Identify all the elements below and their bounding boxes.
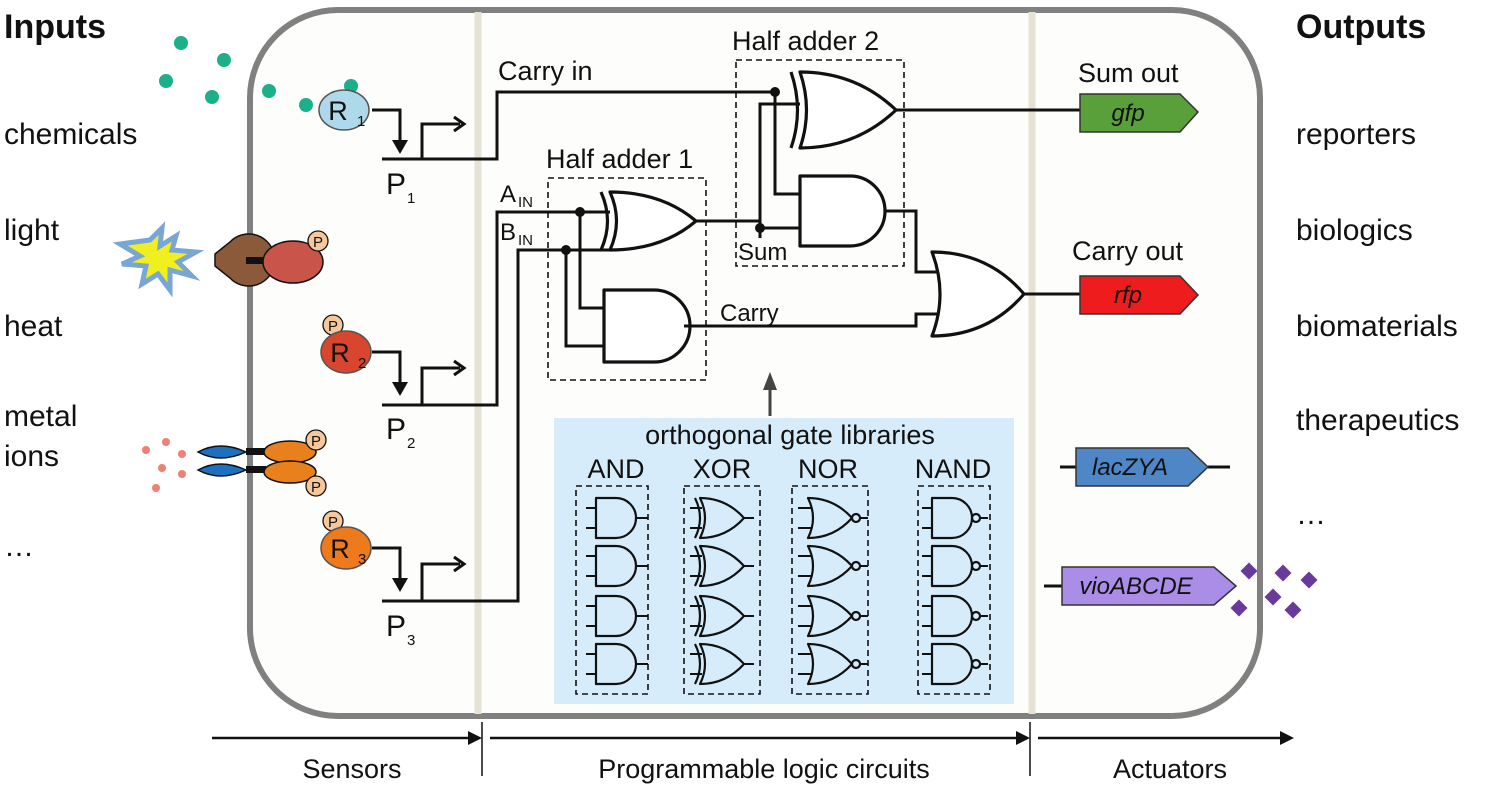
regulator-r3: P R 3 — [320, 510, 372, 570]
output-biologics: biologics — [1296, 214, 1413, 247]
svg-text:1: 1 — [357, 113, 365, 130]
library-label-nor: NOR — [798, 454, 858, 484]
svg-text:lacZYA: lacZYA — [1092, 454, 1168, 481]
svg-text:P: P — [386, 168, 406, 201]
kinase-domain — [262, 240, 324, 284]
rfp-gene: rfp — [1079, 275, 1200, 315]
svg-text:P: P — [311, 433, 321, 450]
half-adder-2-box — [735, 59, 905, 267]
svg-text:1: 1 — [407, 190, 415, 207]
svg-text:R: R — [328, 96, 348, 126]
svg-text:IN: IN — [518, 194, 533, 211]
axis-label-sensors: Sensors — [302, 754, 401, 784]
svg-text:3: 3 — [407, 632, 415, 649]
xor-library-box — [683, 485, 761, 695]
svg-text:IN: IN — [518, 232, 533, 249]
and-gate-1 — [602, 288, 692, 364]
phosphate-icon — [307, 230, 329, 252]
nand-library-box — [917, 485, 991, 695]
carry-out-label: Carry out — [1072, 236, 1184, 266]
svg-text:P: P — [386, 413, 406, 446]
library-label-nand: NAND — [915, 454, 992, 484]
or-gate — [930, 250, 1026, 338]
vioABCDE-gene: vioABCDE — [1044, 566, 1238, 606]
carry-in-to-and2-wire — [773, 92, 800, 196]
and-gate-2 — [798, 174, 887, 248]
half-adder-2-label: Half adder 2 — [732, 26, 879, 56]
sum-label: Sum — [738, 239, 787, 266]
xor-gate-1 — [599, 190, 698, 252]
input-light: light — [4, 214, 60, 247]
library-label-and: AND — [587, 454, 644, 484]
svg-text:P: P — [311, 479, 321, 496]
promoter-p2: P 2 — [372, 210, 580, 452]
output-therapeutics: therapeutics — [1296, 404, 1459, 437]
svg-text:P: P — [328, 318, 338, 335]
svg-text:gfp: gfp — [1111, 100, 1144, 127]
library-to-circuit-arrow — [763, 372, 777, 416]
inputs-heading: Inputs — [4, 8, 106, 46]
input-metal: metal — [4, 400, 77, 433]
half-adder-1-wires — [561, 207, 610, 348]
svg-text:3: 3 — [358, 551, 366, 568]
metal-ions — [142, 438, 186, 492]
carry-in-label: Carry in — [498, 56, 593, 86]
lacZYA-gene: lacZYA — [1060, 447, 1230, 487]
light-burst-icon — [112, 221, 205, 298]
svg-text:P: P — [313, 234, 323, 251]
promoter-p3: P 3 — [372, 248, 566, 649]
promoter-p1: P 1 — [372, 90, 775, 207]
regulator-r2: P R 2 — [320, 314, 372, 374]
and-library-box — [575, 485, 649, 695]
gate-library-panel — [554, 418, 1014, 704]
and2-to-or-wire — [884, 209, 940, 274]
carry-label: Carry — [720, 300, 779, 327]
svg-text:R: R — [330, 534, 350, 564]
input-heat: heat — [4, 310, 63, 343]
a-in-label: A — [500, 181, 516, 208]
regulator-r1: R 1 — [318, 89, 370, 131]
nor-library-box — [791, 485, 869, 695]
half-adder-1-label: Half adder 1 — [546, 144, 693, 174]
input-ions: ions — [4, 440, 59, 473]
sum-to-xor2-wire — [758, 102, 800, 238]
svg-text:vioABCDE: vioABCDE — [1079, 573, 1193, 600]
chemical-molecules — [159, 36, 358, 112]
input-more: … — [4, 530, 34, 563]
svg-text:R: R — [330, 338, 350, 368]
xor-gate-2 — [789, 70, 898, 150]
outputs-heading: Outputs — [1296, 8, 1426, 46]
svg-text:2: 2 — [407, 435, 415, 452]
library-label-xor: XOR — [693, 454, 752, 484]
phosphate-icon — [305, 429, 327, 451]
output-reporters: reporters — [1296, 118, 1416, 151]
gfp-gene: gfp — [1079, 93, 1200, 133]
axis-label-actuators: Actuators — [1113, 754, 1227, 784]
svg-text:rfp: rfp — [1114, 282, 1142, 309]
bottom-axis — [212, 722, 1294, 776]
violacein-molecules — [1230, 562, 1318, 619]
input-chemicals: chemicals — [4, 118, 137, 151]
metal-ion-sensor: P P — [142, 429, 327, 497]
svg-text:P: P — [328, 514, 338, 531]
carry-to-or-wire — [684, 312, 940, 328]
svg-text:2: 2 — [358, 355, 366, 372]
phosphate-icon — [305, 475, 327, 497]
output-more: … — [1296, 498, 1326, 531]
light-sensor-protein: P — [112, 221, 329, 298]
sum-out-label: Sum out — [1078, 58, 1179, 88]
gate-library-title: orthogonal gate libraries — [645, 420, 935, 450]
axis-label-logic: Programmable logic circuits — [598, 754, 930, 784]
b-in-label: B — [500, 219, 516, 246]
output-biomaterials: biomaterials — [1296, 310, 1458, 343]
svg-text:P: P — [386, 610, 406, 643]
